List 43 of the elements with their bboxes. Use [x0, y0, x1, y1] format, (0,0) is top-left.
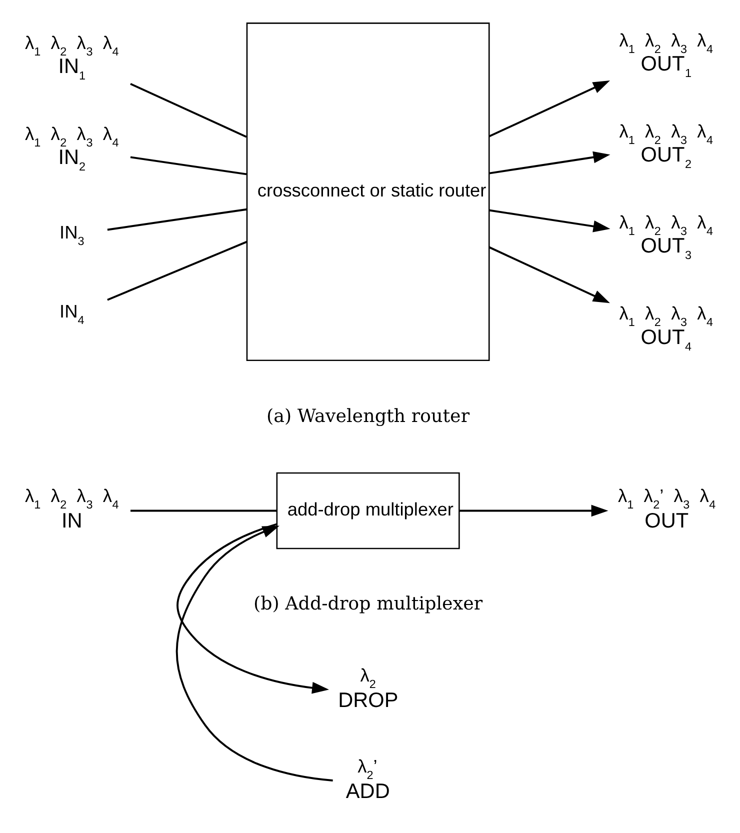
arrow	[176, 522, 330, 694]
node-label: λ$_{1}$	[619, 212, 635, 238]
node-box: crossconnect or static router	[246, 22, 490, 361]
node-label: λ$_{4}$	[697, 120, 714, 146]
node-label: λ$_{1}$	[25, 32, 41, 58]
arrow	[488, 80, 610, 137]
connector	[130, 156, 247, 175]
node-label: λ$_{2}$’ λ	[644, 485, 683, 511]
arrow	[488, 246, 610, 303]
node-label: λ$_{4}$	[697, 303, 714, 329]
node-text: IN	[61, 508, 82, 532]
node-label: λ$_{1}$	[25, 123, 41, 149]
node-label: λ$_{4}$	[697, 212, 714, 238]
node-label: λ$_{1}$	[619, 30, 635, 56]
arrow	[488, 208, 610, 232]
arrow	[488, 150, 610, 174]
connector	[107, 240, 248, 300]
connector	[130, 82, 247, 138]
node-label: λ$_{1}$	[618, 485, 634, 511]
connector	[130, 509, 277, 512]
node-text: IN$_{4}$	[60, 301, 84, 327]
node-label: λ$_{4}$	[700, 485, 716, 511]
node-label: λ$_{4}$	[697, 30, 714, 56]
node-label: λ$_{4}$	[102, 32, 119, 58]
arrow	[459, 504, 608, 516]
node-label: 3	[683, 498, 690, 511]
node-label: λ$_{2}$’	[358, 756, 378, 782]
label: (a) Wavelength router	[266, 405, 470, 426]
node-label: λ$_{1}$	[619, 120, 635, 146]
node-label: λ$_{2}$	[360, 665, 376, 691]
node-label: λ$_{1}$	[619, 303, 635, 329]
label: (b) Add-drop multiplexer	[253, 592, 483, 614]
connector	[107, 208, 247, 230]
node-text: ADD	[346, 780, 390, 803]
node-text: DROP	[338, 688, 398, 712]
node-label: λ$_{1}$	[25, 485, 41, 511]
node-text: OUT	[644, 508, 689, 532]
node-label: λ$_{4}$	[102, 123, 119, 149]
node-label: λ$_{4}$	[102, 485, 119, 511]
node-box: add-drop multiplexer	[276, 472, 460, 549]
node-label: λ$_{2}$	[50, 485, 67, 511]
node-text: IN$_{3}$	[60, 222, 84, 248]
node-label: λ$_{3}$	[76, 485, 93, 511]
